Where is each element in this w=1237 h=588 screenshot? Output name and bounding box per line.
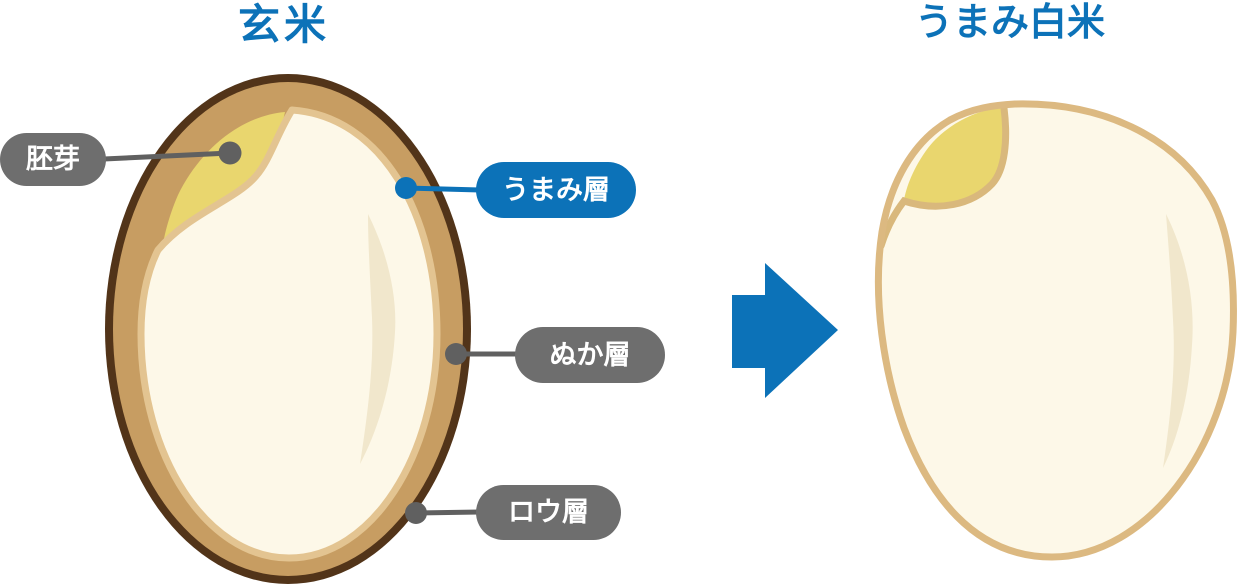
label-germ: 胚芽 — [0, 133, 106, 186]
germ-connector-line — [103, 150, 231, 162]
callout-connectors — [103, 141, 520, 524]
right-arrow-icon — [732, 263, 838, 398]
umami-connector-line — [405, 185, 481, 193]
umami-dot — [395, 177, 417, 199]
white-rice-outline — [874, 100, 1237, 561]
white-rice-germ-border — [877, 104, 1010, 250]
label-bran-layer: ぬか層 — [515, 327, 665, 383]
bran-dot — [445, 343, 467, 365]
white-rice-highlight — [1163, 214, 1193, 468]
label-umami-layer: うまみ層 — [476, 162, 636, 218]
white-rice-germ-remnant — [904, 107, 1008, 205]
white-rice-body — [878, 103, 1234, 557]
label-wax-layer: ロウ層 — [476, 485, 621, 540]
wax-dot — [405, 502, 427, 524]
brown-rice-title: 玄米 — [238, 1, 331, 48]
brown-rice-grain — [105, 74, 471, 584]
white-rice-title: うまみ白米 — [915, 2, 1106, 44]
white-rice-grain — [874, 100, 1237, 561]
endosperm-highlight — [360, 214, 396, 464]
germ-dot — [218, 141, 242, 165]
